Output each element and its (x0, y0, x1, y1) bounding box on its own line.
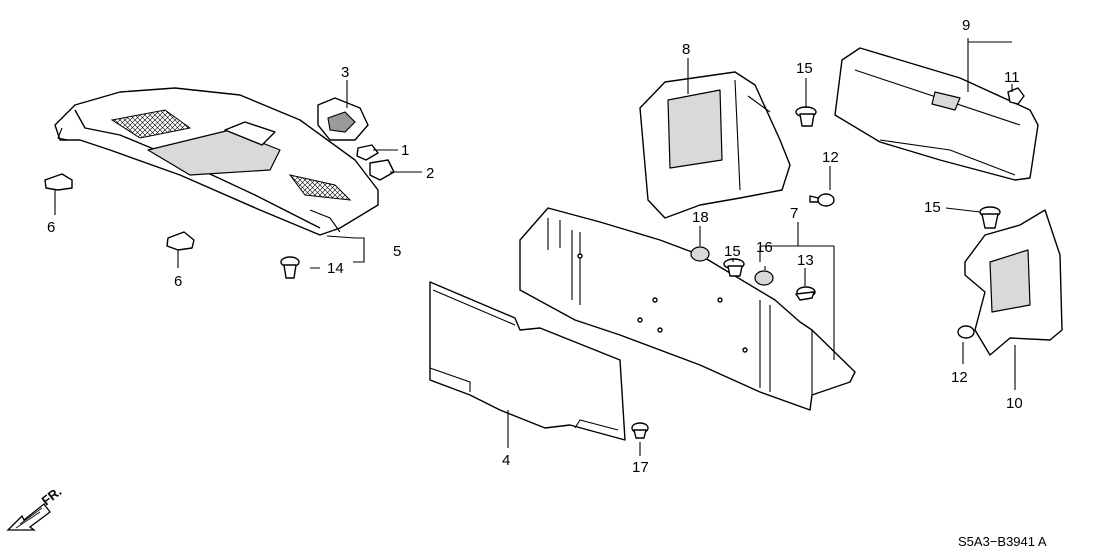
callout-6b: 6 (174, 273, 182, 290)
diagram-code: S5A3−B3941 A (958, 534, 1047, 549)
callout-12a: 12 (822, 149, 839, 166)
part-16-nut (754, 270, 774, 286)
part-3-bracket (317, 97, 369, 141)
callout-15a: 15 (796, 60, 813, 77)
callout-1: 1 (401, 142, 409, 159)
callout-15c: 15 (924, 199, 941, 216)
callout-6a: 6 (47, 219, 55, 236)
part-1-clip (356, 144, 379, 161)
part-9-upper-trim (834, 47, 1039, 181)
part-2-clip (369, 159, 395, 181)
front-direction-arrow-icon: FR. (6, 484, 64, 531)
part-12-plug-a (809, 193, 835, 207)
callout-11: 11 (1004, 69, 1020, 86)
part-14-push-clip (280, 256, 300, 279)
part-15-clip-a (795, 106, 817, 127)
callout-16: 16 (756, 239, 773, 256)
callout-8: 8 (682, 41, 690, 58)
part-11-clip (1007, 87, 1025, 105)
part-15-clip-c (723, 258, 745, 277)
part-15-clip-b (979, 206, 1001, 229)
part-6-clip-b (166, 231, 195, 251)
part-7-panel (519, 207, 856, 411)
callout-4: 4 (502, 452, 510, 469)
rear-tray-shelf (54, 87, 379, 236)
part-12-plug-b (957, 325, 975, 339)
callout-labels: 1 2 3 4 5 6 6 7 8 9 10 11 12 12 13 14 15… (47, 17, 1023, 476)
callout-18: 18 (692, 209, 709, 226)
callout-5: 5 (393, 243, 401, 260)
part-4-panel (429, 281, 626, 441)
callout-14: 14 (327, 260, 344, 277)
part-13-clip (795, 286, 816, 301)
callout-15b: 15 (724, 243, 741, 260)
callout-12b: 12 (951, 369, 968, 386)
leader-lines (54, 38, 1016, 456)
callout-17: 17 (632, 459, 649, 476)
callout-13: 13 (797, 252, 814, 269)
callout-7: 7 (790, 205, 798, 222)
callout-9: 9 (962, 17, 970, 34)
callout-2: 2 (426, 165, 434, 182)
part-18-nut (690, 246, 710, 262)
part-17-nut (631, 422, 649, 439)
callout-3: 3 (341, 64, 349, 81)
part-6-clip-a (44, 173, 73, 191)
callout-10: 10 (1006, 395, 1023, 412)
part-7-holes (577, 253, 748, 353)
